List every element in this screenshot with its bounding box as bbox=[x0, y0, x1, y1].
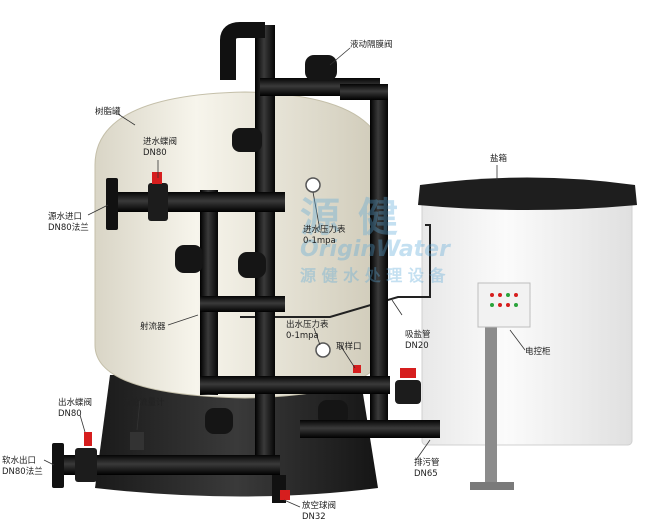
watermark-zh: 源 健 bbox=[300, 195, 400, 241]
turbine-flowmeter bbox=[130, 432, 144, 450]
label-ejector: 射流器 bbox=[140, 322, 166, 332]
control-cabinet bbox=[477, 282, 531, 328]
riser-pipe-right bbox=[370, 85, 388, 425]
inlet-valve-handle bbox=[152, 172, 162, 184]
drain-ball-valve-handle bbox=[280, 490, 290, 500]
top-loop-pipe bbox=[220, 22, 265, 80]
brine-tank-lid bbox=[418, 177, 637, 210]
watermark-en: OriginWater bbox=[300, 237, 450, 262]
watermark-sub: 源 健 水 处 理 设 备 bbox=[300, 266, 446, 285]
label-diaphragm-valve: 液动隔膜阀 bbox=[350, 40, 393, 50]
outlet-valve-body bbox=[75, 448, 97, 482]
brine-suction-line bbox=[240, 224, 431, 318]
inlet-pipe bbox=[110, 192, 285, 212]
brand-watermark: 源 健 OriginWater 源 健 水 处 理 设 备 bbox=[300, 185, 450, 286]
lower-manifold bbox=[200, 376, 390, 394]
outlet-pressure-gauge bbox=[315, 342, 331, 358]
outlet-valve-handle bbox=[84, 432, 92, 446]
sample-port-valve bbox=[353, 365, 361, 373]
cabinet-foot bbox=[470, 482, 514, 490]
outlet-pipe bbox=[55, 455, 280, 475]
outlet-flange bbox=[52, 443, 64, 488]
cabinet-indicators bbox=[490, 293, 518, 307]
top-header-right bbox=[340, 84, 388, 100]
label-brine-tank: 盐箱 bbox=[490, 154, 508, 164]
label-resin-tank: 树脂罐 bbox=[95, 107, 121, 117]
mid-manifold bbox=[200, 296, 285, 312]
diaphragm-valves bbox=[175, 55, 348, 434]
cabinet-stand bbox=[485, 325, 497, 485]
riser-pipe-left bbox=[200, 190, 218, 395]
inlet-valve-body bbox=[148, 183, 168, 221]
label-control-cabinet: 电控柜 bbox=[525, 347, 551, 357]
drain-pipe bbox=[300, 420, 440, 438]
inlet-flange bbox=[106, 178, 118, 230]
drain-valve-handle bbox=[400, 368, 416, 378]
leader-lines bbox=[43, 47, 526, 508]
drain-valve-body bbox=[395, 380, 421, 404]
label-sample-port: 取样口 bbox=[336, 342, 362, 352]
label-turbine-flowmeter: 涡轮流量计 bbox=[122, 398, 165, 408]
